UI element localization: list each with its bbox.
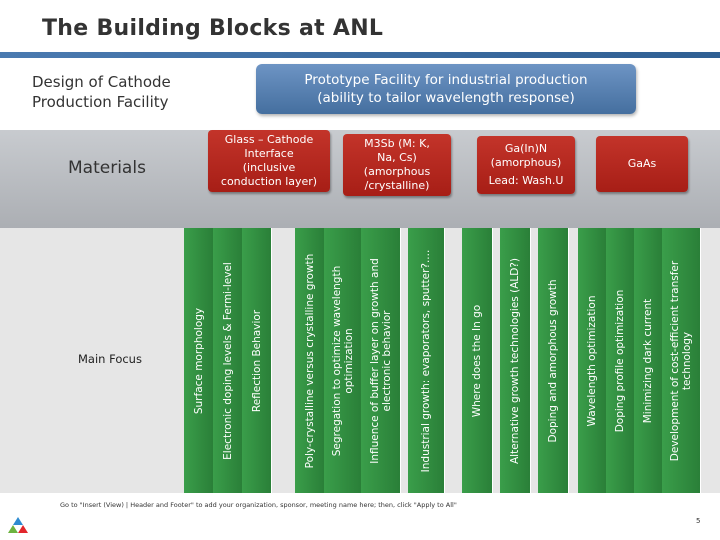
material-line: M3Sb (M: K, bbox=[364, 137, 430, 150]
focus-column: Alternative growth technologies (ALD?) bbox=[500, 228, 531, 493]
header-divider bbox=[0, 52, 720, 58]
focus-text: Wavelength optimization bbox=[586, 295, 598, 426]
materials-label: Materials bbox=[68, 158, 146, 178]
focus-column: Influence of buffer layer on growth and … bbox=[361, 228, 401, 493]
material-m3sb: M3Sb (M: K, Na, Cs) (amorphous /crystall… bbox=[343, 134, 451, 196]
material-line: conduction layer) bbox=[220, 175, 318, 188]
focus-text: Surface morphology bbox=[192, 307, 205, 414]
material-glass-cathode: Glass – Cathode Interface (inclusive con… bbox=[208, 130, 330, 192]
focus-text: Industrial growth: evaporators, sputter?… bbox=[420, 249, 432, 472]
focus-column: Wavelength optimization bbox=[578, 228, 607, 493]
design-label: Design of Cathode Production Facility bbox=[32, 72, 171, 112]
focus-column: Electronic doping levels & Fermi-level bbox=[213, 228, 243, 493]
material-gaas: GaAs bbox=[596, 136, 688, 192]
main-focus-label: Main Focus bbox=[78, 352, 142, 366]
material-line: Na, Cs) bbox=[377, 151, 417, 164]
material-line: Lead: Wash.U bbox=[488, 174, 564, 187]
focus-text: Reflection Behavior bbox=[250, 309, 263, 412]
focus-column: Surface morphology bbox=[184, 228, 214, 493]
focus-text: Segregation to optimize wavelength optim… bbox=[330, 265, 355, 456]
focus-column: Industrial growth: evaporators, sputter?… bbox=[408, 228, 445, 493]
focus-column: Minimizing dark current bbox=[634, 228, 663, 493]
focus-text: Doping and amorphous growth bbox=[547, 279, 559, 442]
page-number: 5 bbox=[696, 517, 701, 525]
design-label-line1: Design of Cathode bbox=[32, 73, 171, 91]
focus-column: Doping and amorphous growth bbox=[538, 228, 569, 493]
material-line: Glass – Cathode bbox=[224, 133, 314, 146]
focus-text: Electronic doping levels & Fermi-level bbox=[221, 261, 234, 460]
focus-text: Poly-crystalline versus crystalline grow… bbox=[303, 253, 316, 468]
focus-column: Reflection Behavior bbox=[242, 228, 272, 493]
material-line: (inclusive bbox=[242, 161, 296, 174]
focus-column: Where does the In go bbox=[462, 228, 493, 493]
design-label-line2: Production Facility bbox=[32, 93, 169, 111]
footer-note: Go to "Insert (View) | Header and Footer… bbox=[60, 501, 457, 509]
focus-column: Poly-crystalline versus crystalline grow… bbox=[295, 228, 325, 493]
focus-text: Development of cost-efficient transfer t… bbox=[669, 260, 693, 461]
material-gainn: Ga(In)N (amorphous) Lead: Wash.U bbox=[477, 136, 575, 194]
focus-text: Influence of buffer layer on growth and … bbox=[368, 257, 393, 464]
prototype-line2: (ability to tailor wavelength response) bbox=[317, 90, 575, 106]
focus-text: Doping profile optimization bbox=[614, 289, 626, 432]
page-title: The Building Blocks at ANL bbox=[42, 16, 384, 41]
focus-text: Minimizing dark current bbox=[642, 298, 654, 423]
anl-logo-icon bbox=[8, 517, 28, 533]
material-line: Interface bbox=[244, 147, 294, 160]
focus-column: Development of cost-efficient transfer t… bbox=[662, 228, 701, 493]
material-line: Ga(In)N bbox=[504, 142, 548, 155]
material-line: GaAs bbox=[627, 157, 657, 170]
focus-column: Doping profile optimization bbox=[606, 228, 635, 493]
focus-column: Segregation to optimize wavelength optim… bbox=[324, 228, 362, 493]
prototype-line1: Prototype Facility for industrial produc… bbox=[304, 72, 588, 88]
focus-text: Where does the In go bbox=[471, 304, 483, 417]
material-line: /crystalline) bbox=[364, 179, 430, 192]
material-line: (amorphous) bbox=[490, 156, 562, 169]
focus-text: Alternative growth technologies (ALD?) bbox=[509, 257, 521, 464]
material-line: (amorphous bbox=[363, 165, 431, 178]
prototype-facility-box: Prototype Facility for industrial produc… bbox=[256, 64, 636, 114]
